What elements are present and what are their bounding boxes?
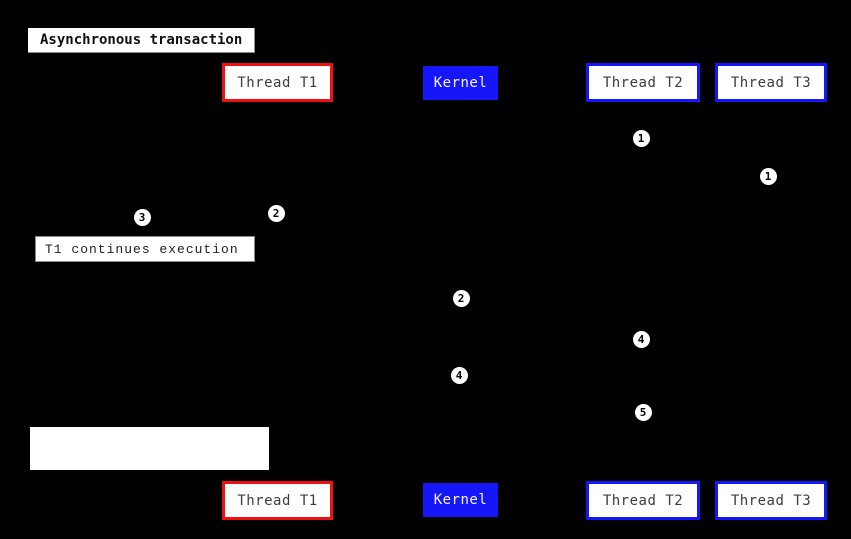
step-marker-3: 3 (133, 208, 151, 226)
diagram-title: Asynchronous transaction (28, 28, 256, 53)
step-marker-1: 1 (632, 129, 650, 147)
participant-thread-t3-bottom: Thread T3 (715, 481, 827, 520)
step-marker-2: 2 (452, 289, 470, 307)
step-marker-4: 4 (632, 330, 650, 348)
participant-thread-t2-top: Thread T2 (586, 63, 700, 102)
participant-kernel-top: Kernel (423, 66, 498, 100)
participant-thread-t1-bottom: Thread T1 (222, 481, 333, 520)
blank-note-box (30, 427, 269, 470)
step-marker-4: 4 (450, 366, 468, 384)
participant-thread-t1-top: Thread T1 (222, 63, 333, 102)
participant-thread-t3-top: Thread T3 (715, 63, 827, 102)
step-marker-2: 2 (267, 204, 285, 222)
step-marker-5: 5 (634, 403, 652, 421)
participant-thread-t2-bottom: Thread T2 (586, 481, 700, 520)
participant-kernel-bottom: Kernel (423, 483, 498, 517)
step-marker-1: 1 (759, 167, 777, 185)
note-t1-continues-execution: T1 continues execution (35, 236, 255, 262)
